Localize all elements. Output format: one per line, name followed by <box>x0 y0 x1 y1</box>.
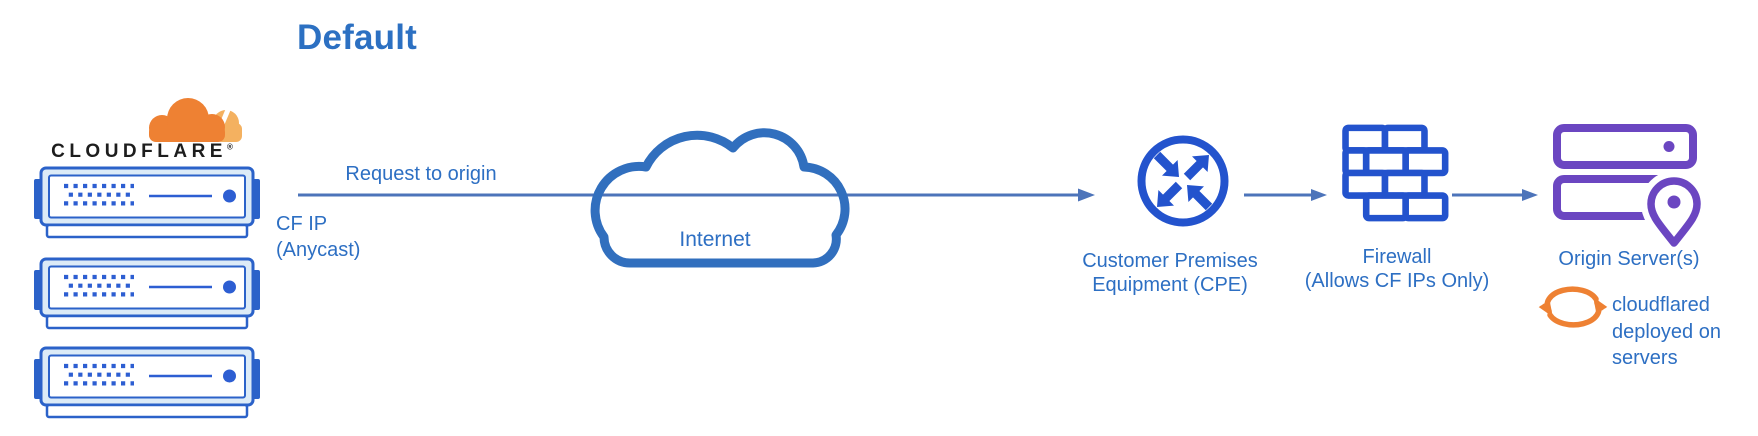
firewall-to-origin-arrow <box>1452 189 1538 201</box>
internet-cloud-icon <box>590 128 850 268</box>
cpe-to-firewall-arrow <box>1244 189 1327 201</box>
cpe-label-line1: Customer Premises <box>1082 250 1258 272</box>
cloudflared-note: cloudflared deployed on servers <box>1612 292 1721 372</box>
cloudflare-logo-icon <box>149 98 242 144</box>
page-title: Default <box>297 18 418 57</box>
server-icon <box>34 348 260 417</box>
firewall-label-line2: (Allows CF IPs Only) <box>1304 270 1490 292</box>
cloudflare-wordmark: CLOUDFLARE® <box>36 141 248 163</box>
sync-arrows-icon <box>1538 286 1608 328</box>
trademark-symbol: ® <box>226 142 233 152</box>
cloudflared-note-line1: cloudflared <box>1612 294 1710 316</box>
request-to-origin-label: Request to origin <box>345 163 497 185</box>
server-stack-location-icon <box>1553 124 1707 253</box>
cloudflare-brand-text: CLOUDFLARE <box>51 141 227 162</box>
origin-server-label: Origin Server(s) <box>1558 248 1700 270</box>
firewall-label-line1: Firewall <box>1362 246 1432 268</box>
cf-ip-label-line1: CF IP <box>276 213 328 235</box>
request-arrow <box>298 188 1095 202</box>
server-icon <box>34 168 260 237</box>
brick-wall-icon <box>1342 124 1449 222</box>
cloudflared-note-line3: servers <box>1612 347 1678 369</box>
cloudflared-note-line2: deployed on <box>1612 320 1721 343</box>
internet-label: Internet <box>679 228 751 251</box>
cf-ip-label-line2: (Anycast) <box>276 239 361 261</box>
router-arrows-icon <box>1137 135 1229 227</box>
server-icon <box>34 259 260 328</box>
cpe-label-line2: Equipment (CPE) <box>1092 274 1248 296</box>
